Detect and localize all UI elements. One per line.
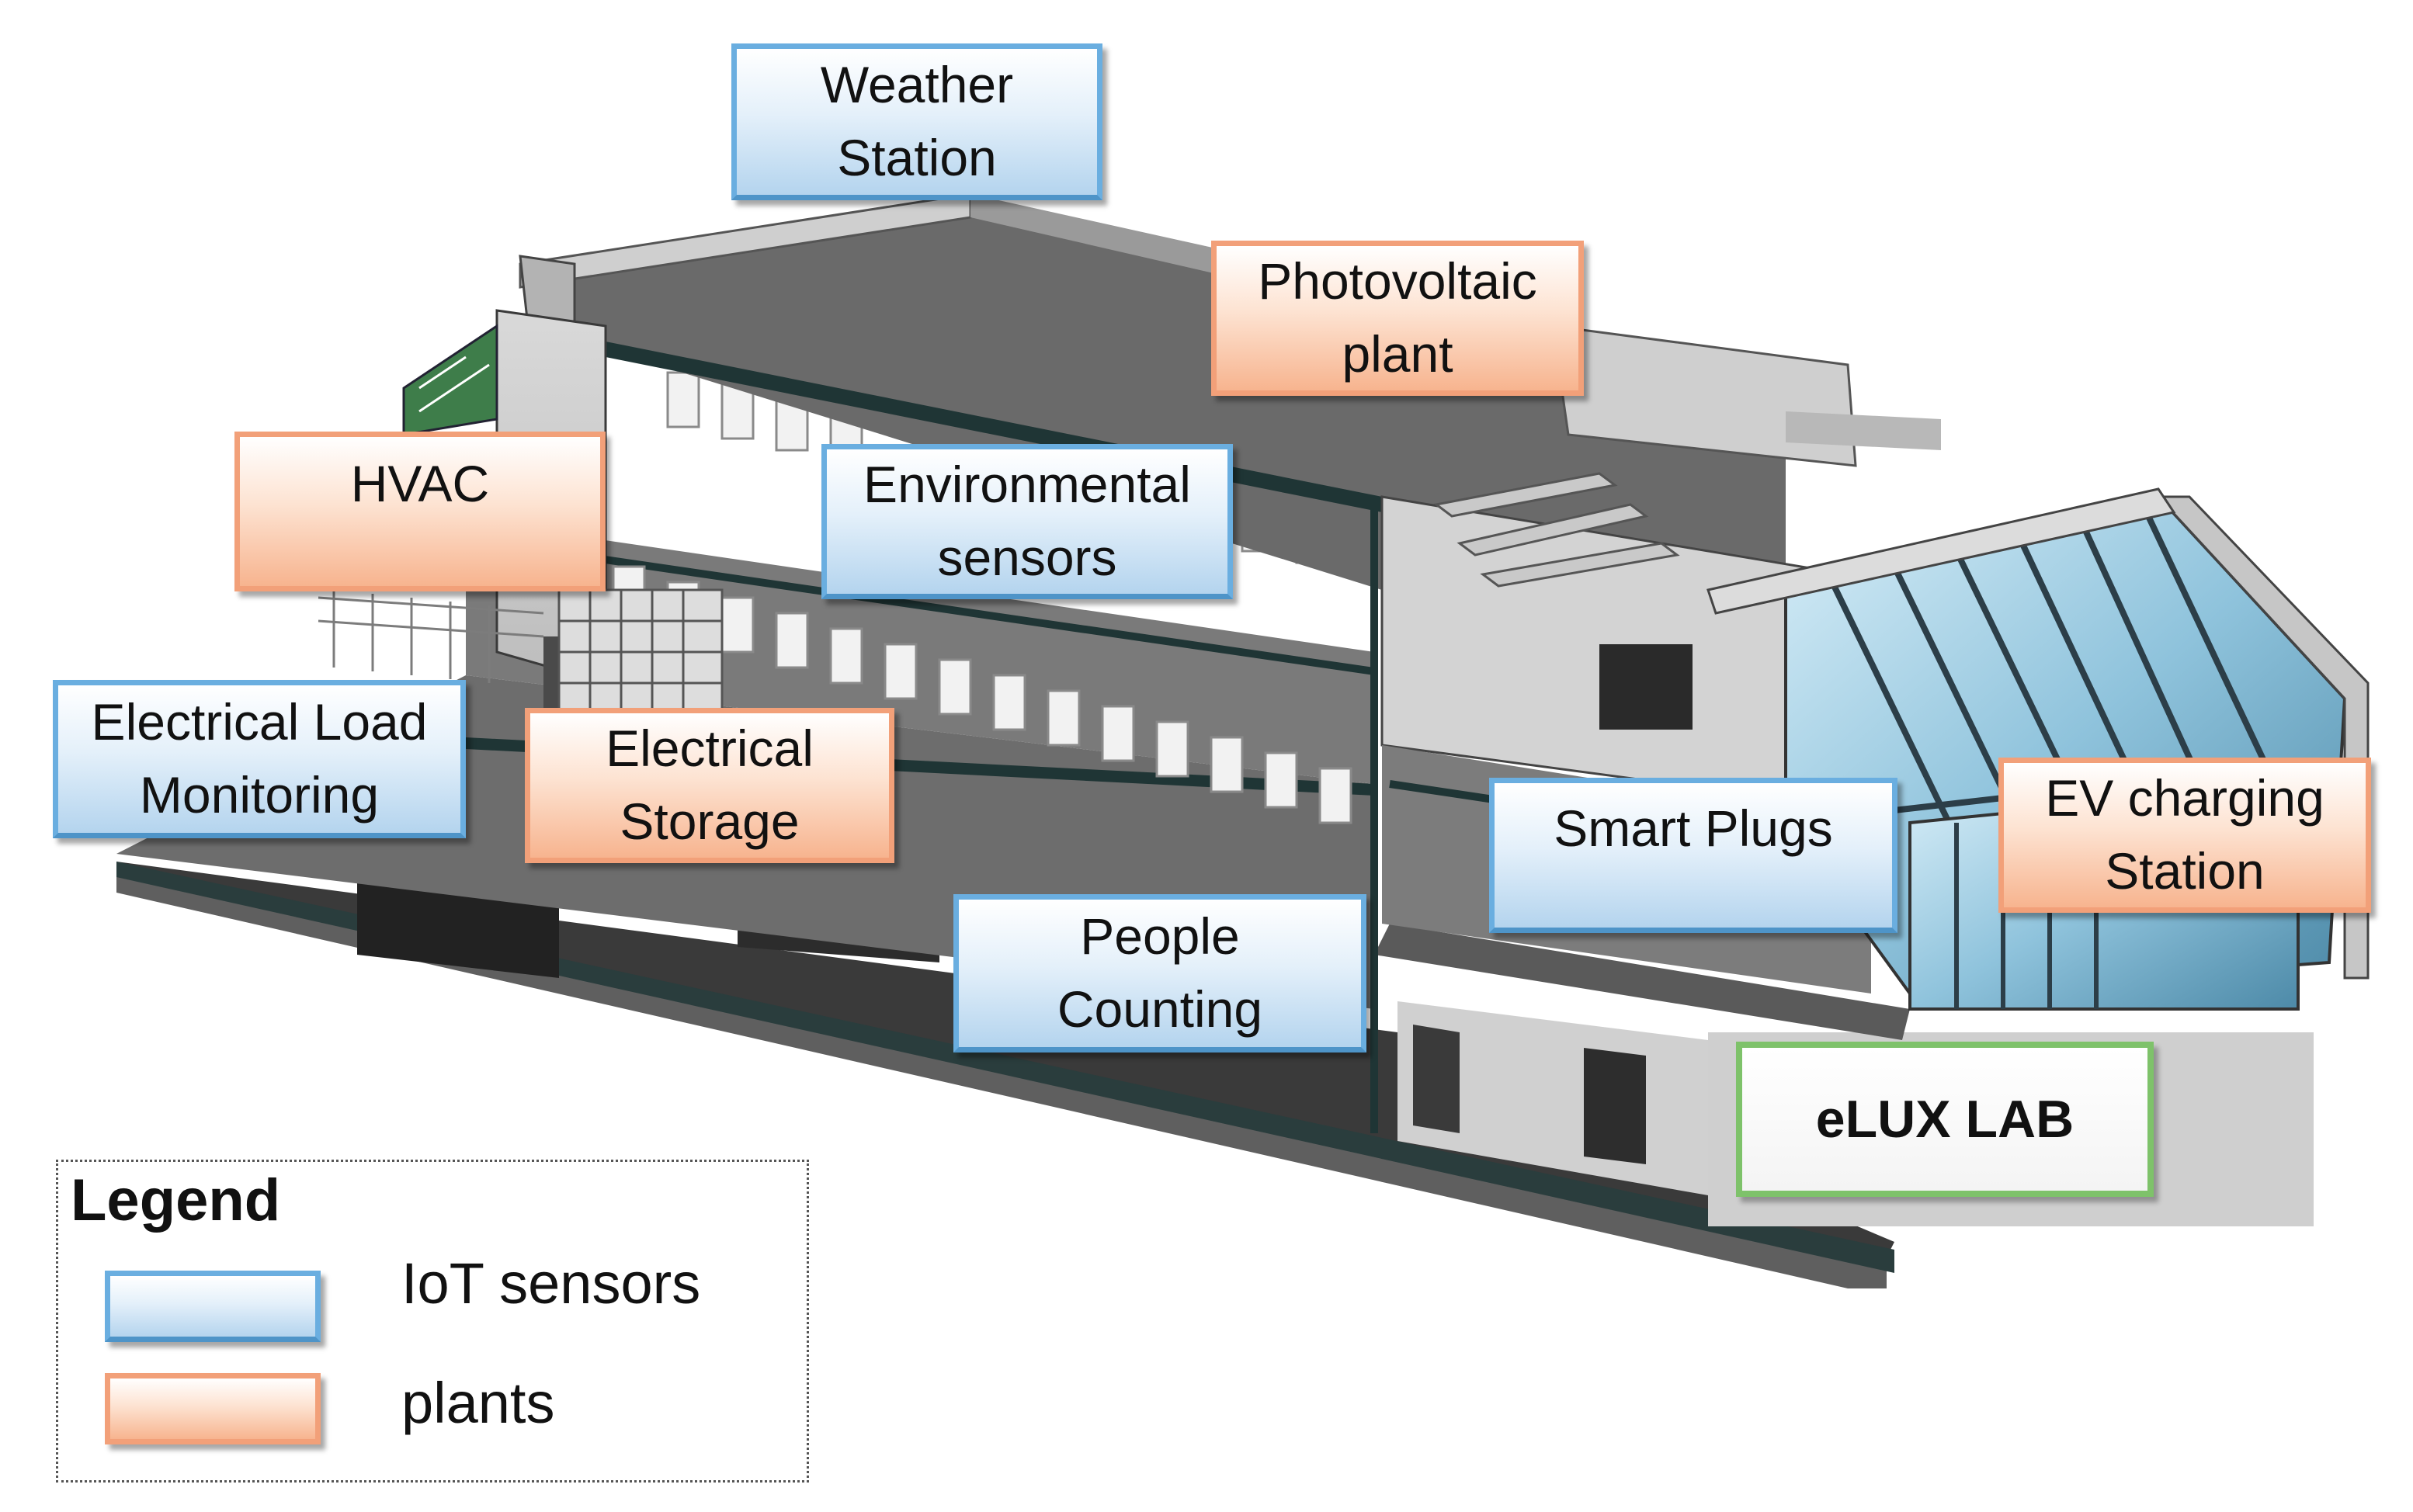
legend-swatch-plants (105, 1373, 321, 1444)
electrical-storage-line-1: Electrical (606, 720, 814, 778)
legend: Legend IoT sensors plants (56, 1160, 809, 1483)
photovoltaic-plant-label: Photovoltaic plant (1211, 241, 1584, 396)
roof-vents (1433, 472, 1680, 588)
elux-lab-line-1: eLUX LAB (1815, 1089, 2074, 1149)
legend-label-plants: plants (401, 1371, 555, 1435)
hvac-label: HVAC (234, 432, 606, 591)
legend-title: Legend (71, 1167, 281, 1233)
electrical-storage-label: Electrical Storage (525, 708, 894, 863)
photovoltaic-line-1: Photovoltaic (1258, 252, 1537, 310)
weather-station-line-1: Weather (820, 56, 1014, 114)
smart-plugs-line-1: Smart Plugs (1554, 799, 1833, 857)
ev-charging-line-2: Station (2105, 842, 2265, 900)
electrical-load-line-2: Monitoring (139, 766, 380, 824)
environmental-line-2: sensors (937, 529, 1117, 586)
ev-charging-station-label: EV charging Station (1998, 758, 2371, 913)
first-floor-wing (1374, 924, 1910, 1040)
photovoltaic-line-2: plant (1342, 325, 1453, 383)
people-counting-line-1: People (1080, 907, 1240, 966)
people-counting-label: People Counting (953, 894, 1366, 1053)
weather-station-line-2: Station (837, 129, 997, 186)
terrace-railing (318, 590, 544, 683)
hvac-grille (557, 588, 724, 723)
elux-lab-label: eLUX LAB (1736, 1042, 2154, 1197)
legend-swatch-iot (105, 1271, 321, 1342)
people-counting-line-2: Counting (1057, 980, 1263, 1038)
legend-label-iot: IoT sensors (401, 1251, 701, 1316)
environmental-line-1: Environmental (863, 456, 1191, 514)
hvac-line-1: HVAC (350, 455, 490, 512)
ev-charging-line-1: EV charging (2045, 769, 2324, 827)
environmental-sensors-label: Environmental sensors (821, 444, 1233, 599)
electrical-storage-line-2: Storage (620, 792, 800, 850)
weather-station-label: Weather Station (731, 43, 1102, 200)
electrical-load-monitoring-label: Electrical Load Monitoring (53, 680, 466, 838)
electrical-load-line-1: Electrical Load (91, 693, 428, 751)
smart-plugs-label: Smart Plugs (1489, 778, 1897, 933)
